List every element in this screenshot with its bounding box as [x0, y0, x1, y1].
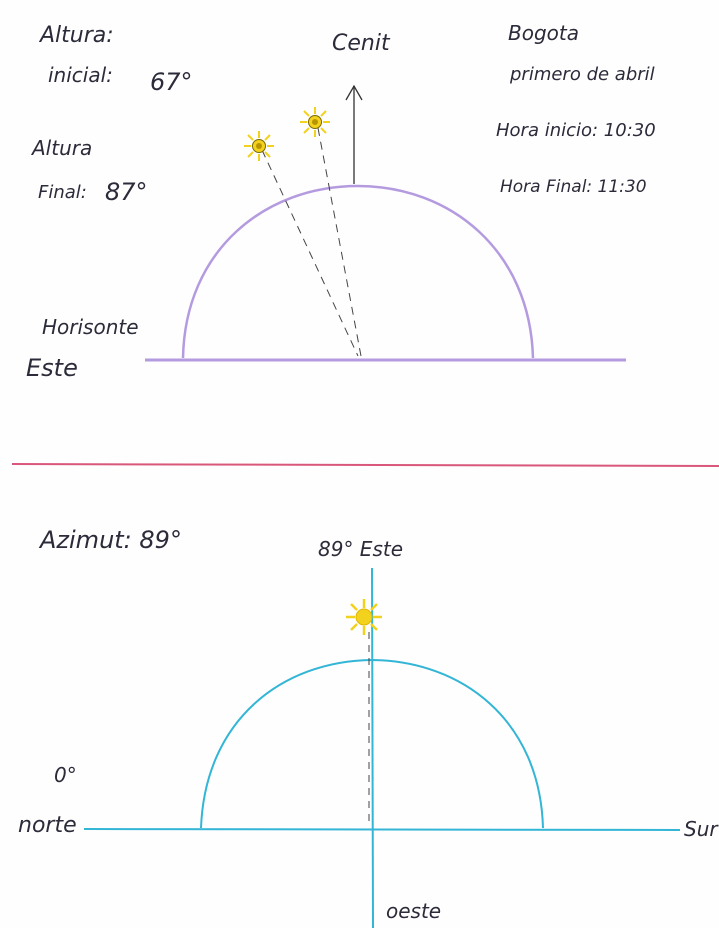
sky-dome-arc	[181, 184, 535, 359]
east-west-axis	[371, 567, 374, 928]
sur-label: Sur	[684, 817, 719, 841]
date-label: primero de abril	[509, 64, 655, 85]
north-south-axis	[83, 828, 681, 831]
norte-label: norte	[18, 813, 77, 838]
horizonte-label: Horisonte	[42, 315, 139, 339]
hora-inicio-label: Hora inicio: 10:30	[496, 120, 656, 141]
zero-degree-label: 0°	[54, 763, 77, 787]
section-divider	[11, 463, 719, 467]
este-top-label: Este	[26, 354, 78, 382]
azimuth-dome-arc	[200, 658, 544, 829]
city-label: Bogota	[508, 21, 579, 45]
sun-icon-azimuth	[346, 599, 382, 635]
sun-icon-initial	[244, 131, 274, 161]
altura-final-value: 87°	[105, 178, 148, 206]
altura-final-label: Altura	[30, 136, 92, 160]
altura-inicial-label: Altura:	[38, 23, 114, 48]
azimut-label: Azimut: 89°	[38, 526, 182, 554]
sun-icon-final	[300, 107, 330, 137]
oeste-label: oeste	[386, 899, 441, 923]
cenit-label: Cenit	[332, 31, 391, 56]
sun-ray-initial	[261, 149, 359, 357]
este-bottom-label: 89° Este	[318, 537, 403, 561]
hora-final-label: Hora Final: 11:30	[500, 177, 647, 197]
altura-inicial-label-2: inicial:	[48, 63, 113, 87]
sun-ray-final	[317, 127, 362, 357]
zenith-arrow-head	[345, 84, 363, 101]
altura-final-label-2: Final:	[38, 182, 87, 203]
altura-inicial-value: 67°	[150, 68, 193, 96]
